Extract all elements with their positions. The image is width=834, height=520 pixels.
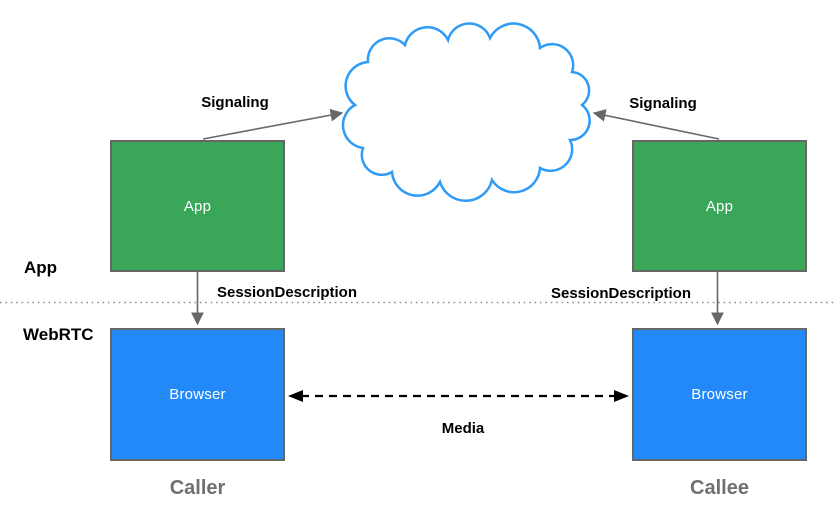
webrtc-layer-label: WebRTC [23,325,94,344]
callee-caption: Callee [690,477,749,499]
caller-browser-label: Browser [169,386,226,403]
caller-app-node: App [110,140,285,272]
caller-app-label: App [183,197,212,215]
callee-browser-node: Browser [632,328,807,461]
callee-browser-label: Browser [691,386,748,403]
signaling-cloud-shape [341,22,591,203]
app-layer-label: App [24,258,58,277]
caller-caption: Caller [169,477,226,499]
session-description-label-right: SessionDescription [550,285,692,302]
signaling-label-right: Signaling [629,95,697,112]
signaling-arrow-left [202,108,344,140]
media-label: Media [441,420,485,437]
session-description-label-left: SessionDescription [216,284,358,301]
callee-app-label: App [705,197,734,215]
media-arrowhead-left [288,390,303,402]
caller-browser-node: Browser [110,328,285,461]
signaling-label-left: Signaling [201,94,269,111]
callee-app-node: App [632,140,807,272]
signaling-arrow-right [592,109,720,140]
media-arrowhead-right [614,390,629,402]
